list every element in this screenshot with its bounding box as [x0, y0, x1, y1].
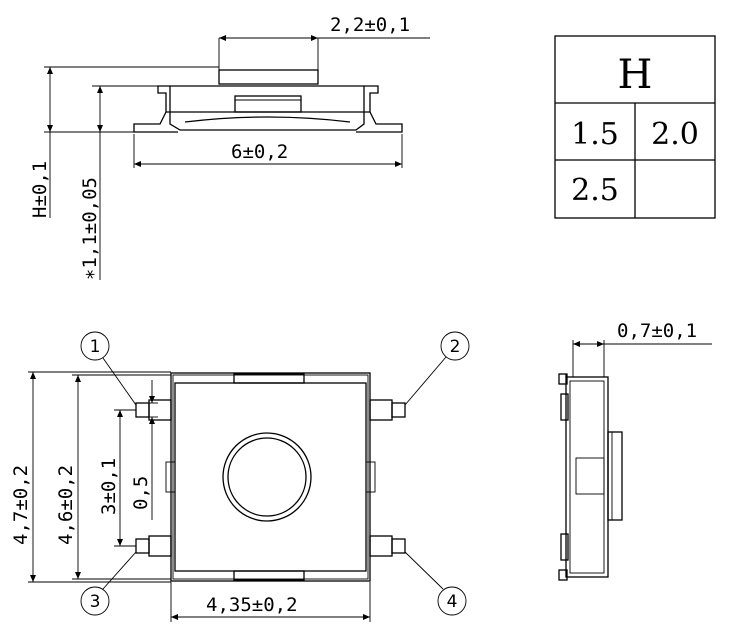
pin-number: 1 — [90, 337, 101, 357]
table-cell: 2.5 — [571, 173, 619, 208]
pin-callout — [437, 586, 467, 616]
pitch-dimension-label: 3±0,1 — [98, 458, 120, 515]
side-view: 0,7±0,1 — [558, 320, 712, 581]
height-table: H 1.5 2.0 2.5 — [554, 35, 716, 219]
body-width-label: 4,35±0,2 — [206, 594, 298, 616]
base-dimension-label: 6±0,2 — [231, 141, 288, 163]
pin-number: 2 — [450, 337, 461, 357]
front-view: 1 2 3 4 4,7±0,2 4,6±0,2 3±0,1 0,5 — [10, 331, 470, 622]
stem-dimension-label: ∗1,1±0,05 — [79, 177, 101, 280]
thickness-dimension-label: 0,7±0,1 — [617, 320, 697, 342]
height-dimension-label: H±0,1 — [29, 161, 51, 218]
table-cell: 1.5 — [571, 117, 619, 152]
pin-callout — [80, 331, 110, 361]
table-cell: 2.0 — [651, 117, 699, 152]
pin-callout — [80, 586, 110, 616]
pin-number: 4 — [447, 592, 458, 612]
top-profile-view: 2,2±0,1 6±0,2 H±0,1 ∗1,1±0,05 — [29, 14, 430, 280]
pin-width-label: 0,5 — [130, 476, 152, 510]
width-dimension-label: 2,2±0,1 — [330, 14, 410, 36]
pin-number: 3 — [90, 592, 101, 612]
pin-callout — [440, 331, 470, 361]
total-height-label: 4,7±0,2 — [10, 465, 32, 545]
table-header: H — [618, 52, 653, 98]
body-height-label: 4,6±0,2 — [55, 465, 77, 545]
